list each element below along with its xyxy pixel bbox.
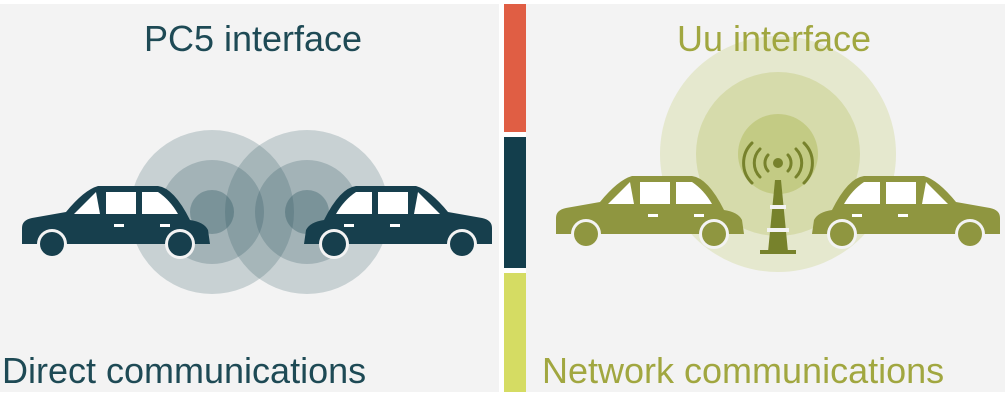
car-icon	[556, 176, 744, 249]
cell-tower-icon	[742, 141, 814, 254]
car-icon	[812, 176, 1000, 249]
pc5-interface-title: PC5 interface	[143, 18, 363, 59]
divider-navy-segment	[504, 137, 526, 268]
divider-red-segment	[504, 4, 526, 132]
uu-interface-title: Uu interface	[676, 18, 872, 59]
direct-communications-caption: Direct communications	[2, 350, 367, 391]
network-communications-caption: Network communications	[542, 350, 945, 391]
car-icon	[22, 186, 210, 259]
car-icon	[304, 186, 492, 259]
divider-yellow-segment	[504, 273, 526, 392]
